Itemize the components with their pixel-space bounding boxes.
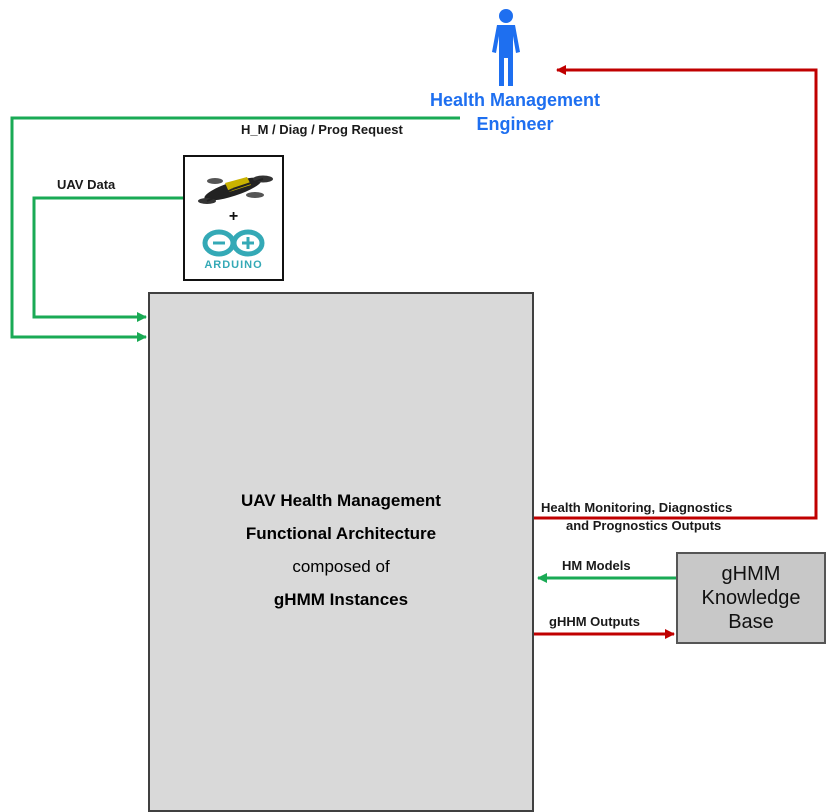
plus-sign: +: [228, 208, 239, 225]
request-label: H_M / Diag / Prog Request: [241, 122, 403, 137]
main-architecture-text: UAV Health Management Functional Archite…: [148, 490, 534, 622]
kb-line-2: Knowledge: [701, 587, 801, 609]
engineer-title: Health Management Engineer: [405, 88, 625, 136]
main-line-2: Functional Architecture: [245, 524, 437, 543]
main-architecture-box: [148, 292, 534, 812]
arduino-logo-icon: [202, 229, 265, 257]
main-line-4: gHMM Instances: [273, 590, 409, 609]
drone-icon: [198, 175, 273, 204]
hm-outputs-arrow: [534, 65, 818, 520]
main-line-3: composed of: [292, 557, 390, 576]
uav-device-box: + ARDUINO: [183, 155, 284, 281]
arduino-logo-text: ARDUINO: [204, 259, 263, 271]
hm-outputs-label-1: Health Monitoring, Diagnostics: [541, 500, 733, 515]
main-line-1: UAV Health Management: [241, 491, 441, 510]
hm-outputs-label-2: and Prognostics Outputs: [566, 518, 722, 533]
knowledge-base-box: gHMM Knowledge Base: [676, 552, 826, 644]
kb-line-1: gHMM: [721, 563, 781, 585]
engineer-title-line1: Health Management: [429, 90, 601, 110]
engineer-title-line2: Engineer: [476, 114, 554, 134]
ghhm-outputs-label: gHHM Outputs: [549, 614, 640, 629]
uav-data-arrow: [32, 196, 183, 322]
uav-data-label: UAV Data: [57, 177, 116, 192]
hm-models-label: HM Models: [562, 558, 631, 573]
kb-line-3: Base: [728, 611, 774, 633]
person-icon: [492, 9, 520, 86]
request-arrow: [10, 116, 460, 342]
